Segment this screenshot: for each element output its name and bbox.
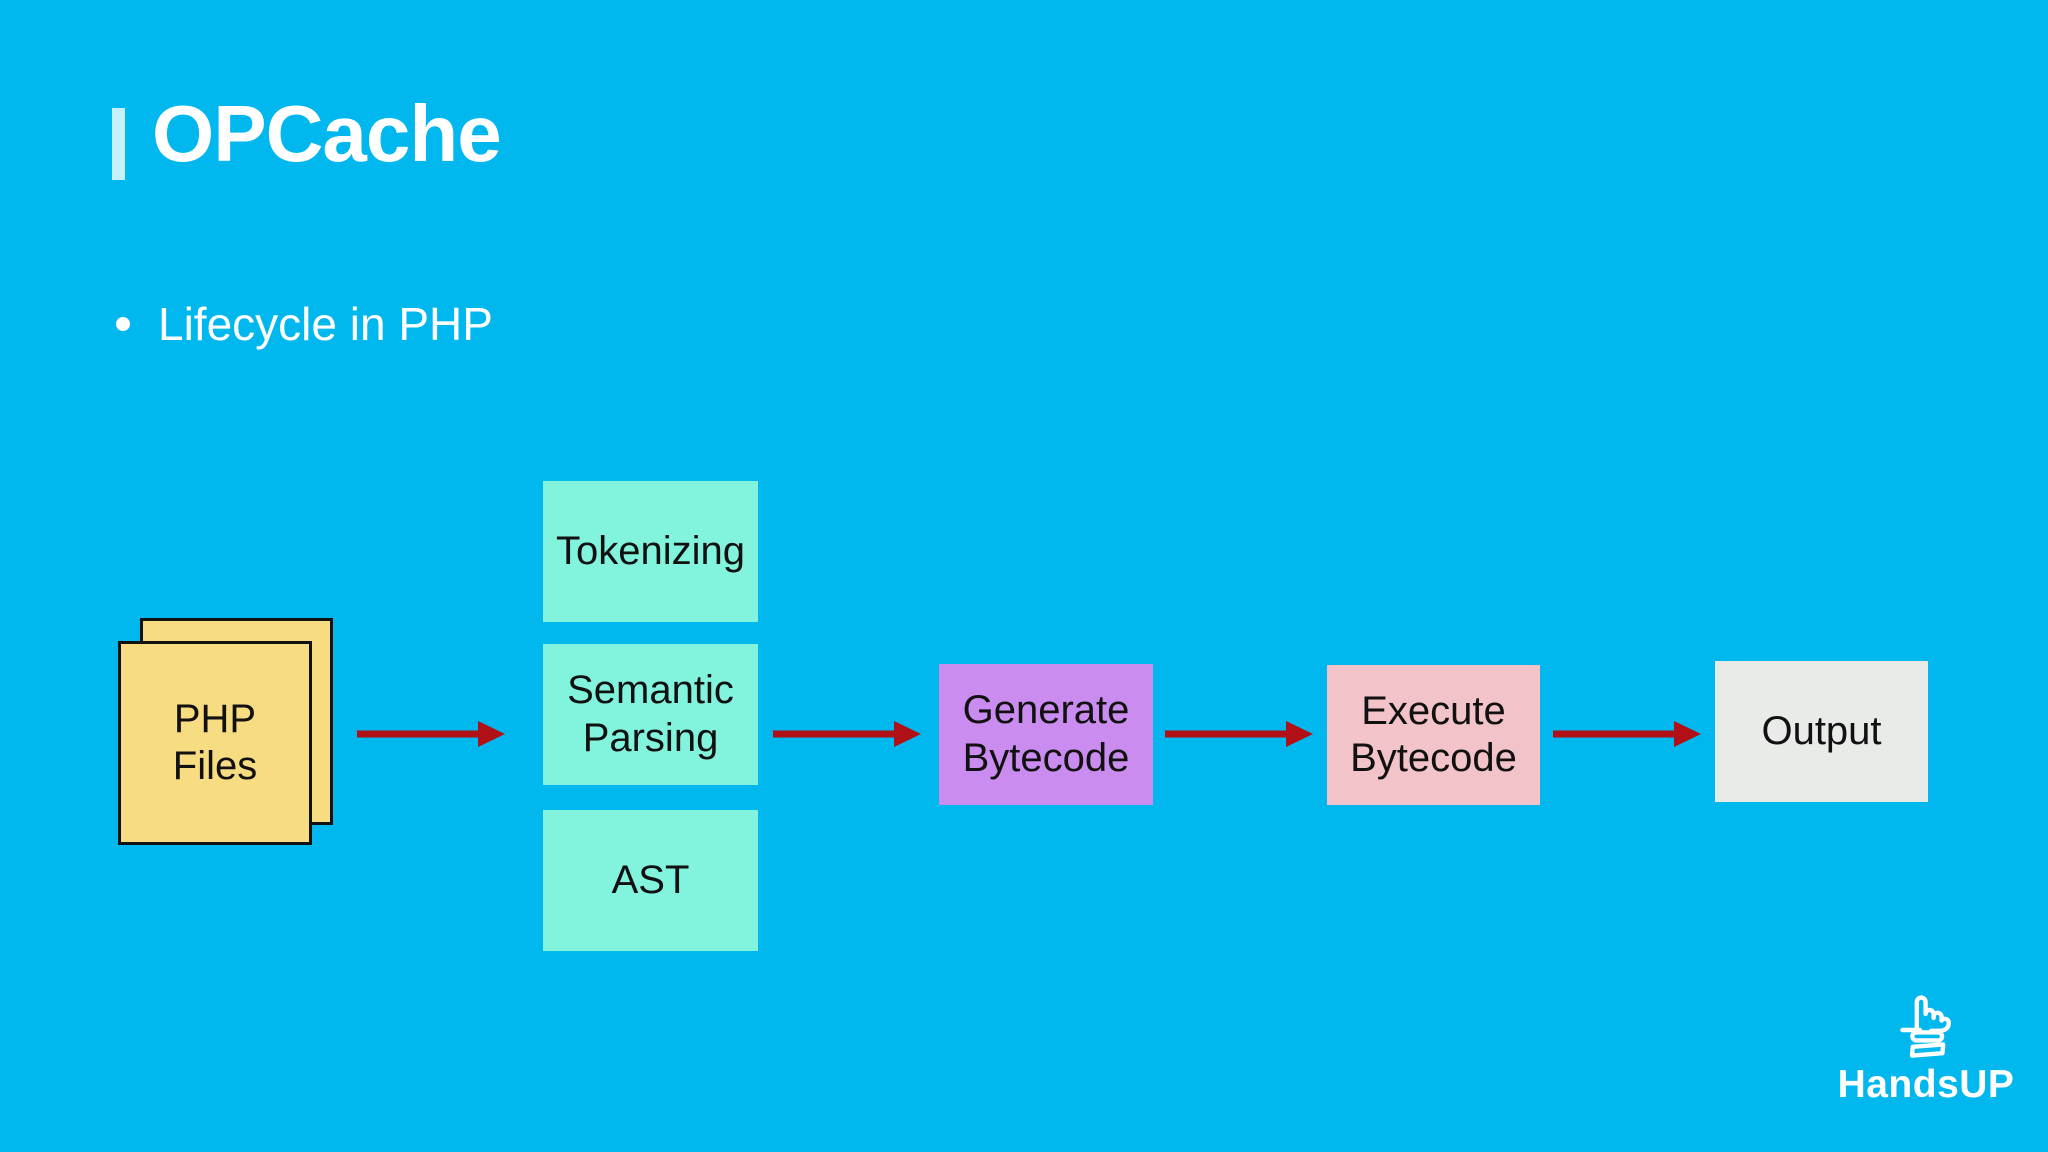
slide-title: OPCache	[152, 89, 502, 178]
node-label-line: Files	[172, 744, 258, 788]
hand-pointing-up-icon	[1900, 995, 1951, 1058]
flow-arrow-1	[357, 721, 505, 747]
node-label: AST	[611, 857, 690, 902]
node-output: Output	[1715, 661, 1928, 802]
node-tokenizing: Tokenizing	[543, 481, 758, 622]
node-label-line: Execute	[1361, 688, 1506, 733]
handsup-logo-text: HandsUP	[1837, 1063, 2015, 1106]
node-php-files: PHP Files	[118, 641, 312, 845]
node-label-line: Generate	[962, 688, 1130, 733]
flow-arrow-3	[1165, 721, 1313, 747]
bullet-list-item: Lifecycle in PHP	[116, 299, 493, 350]
node-label: Semantic Parsing	[567, 667, 734, 761]
node-label-line: Bytecode	[962, 735, 1130, 780]
node-ast: AST	[543, 810, 758, 951]
node-label: Tokenizing	[555, 528, 745, 573]
node-label-line: Bytecode	[1350, 736, 1517, 780]
node-label-line: PHP	[173, 696, 257, 741]
node-execute-bytecode: Execute Bytecode	[1327, 665, 1540, 805]
node-label: Output	[1761, 708, 1882, 753]
node-label-line: Parsing	[582, 715, 719, 760]
node-label: Generate Bytecode	[963, 687, 1130, 781]
node-label-line: Semantic	[567, 668, 734, 713]
node-generate-bytecode: Generate Bytecode	[939, 664, 1153, 805]
node-semantic-parsing: Semantic Parsing	[543, 644, 758, 785]
flow-arrow-4	[1553, 721, 1701, 747]
bullet-label: Lifecycle in PHP	[158, 298, 493, 350]
handsup-logo: HandsUP	[1836, 990, 2016, 1107]
node-label: Execute Bytecode	[1350, 688, 1517, 782]
title-accent-bar	[112, 108, 125, 180]
node-label: PHP Files	[173, 696, 257, 790]
flow-arrow-2	[773, 721, 921, 747]
bullet-dot	[116, 317, 130, 332]
